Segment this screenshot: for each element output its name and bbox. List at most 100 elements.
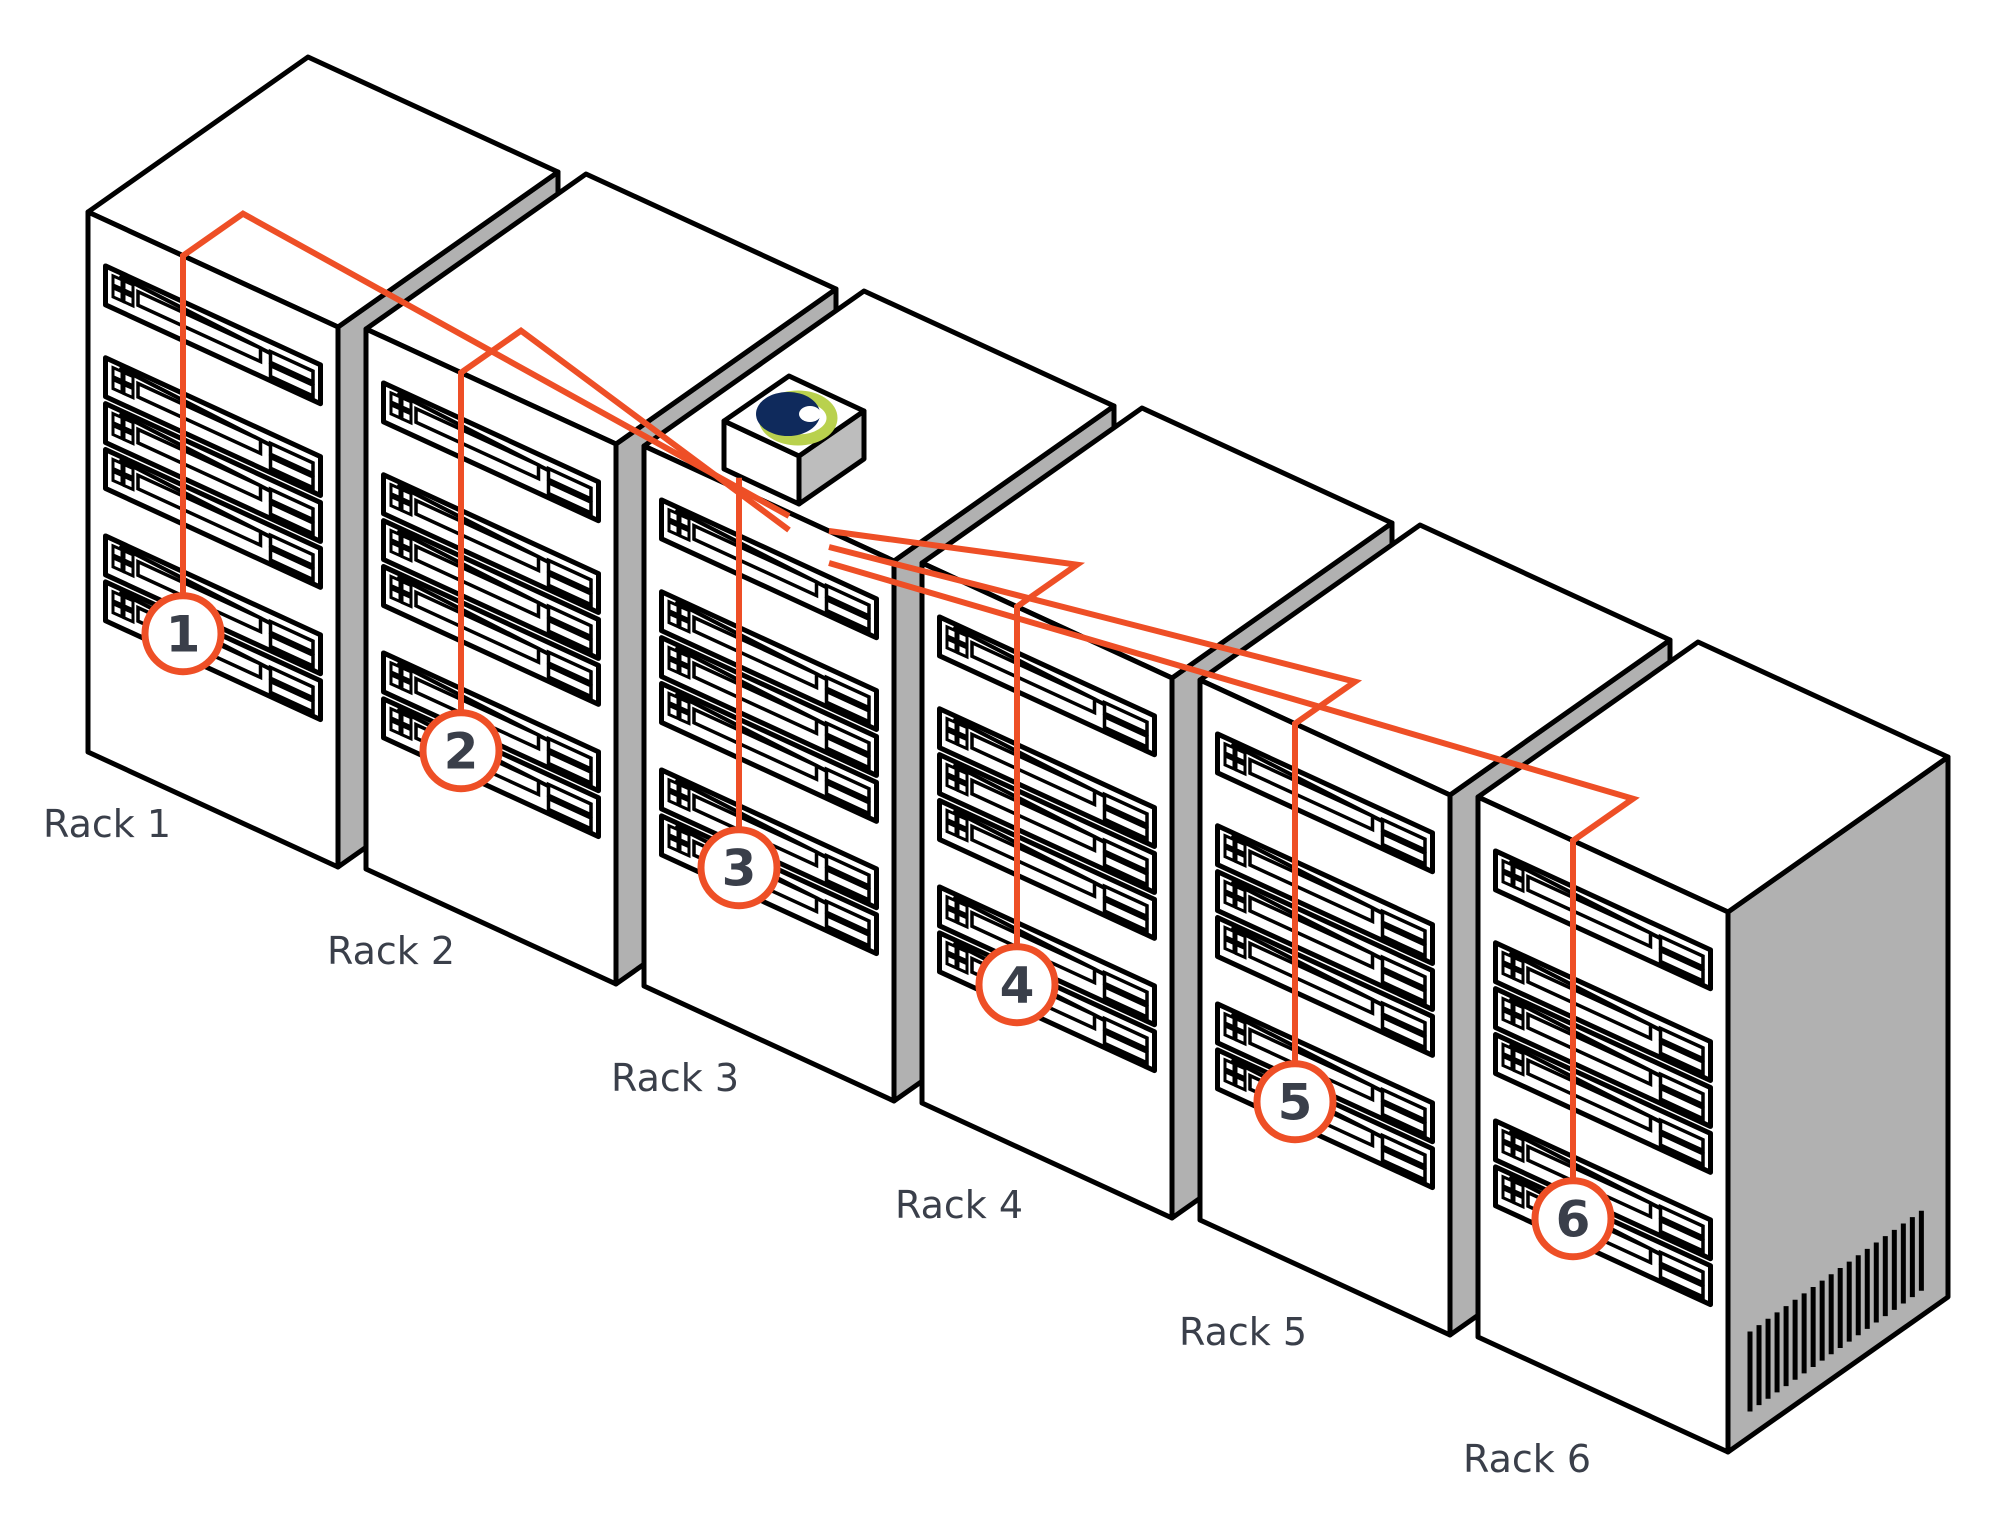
led-grid-icon	[1501, 1128, 1525, 1164]
led-grid-icon	[945, 808, 969, 843]
callout-circle	[1253, 1060, 1337, 1144]
led-grid-icon	[667, 777, 691, 813]
led-grid-icon	[389, 482, 413, 517]
led-grid-icon	[389, 574, 413, 609]
server-unit	[659, 635, 879, 778]
server-unit	[1215, 731, 1435, 875]
labels-layer: Rack 1 Rack 2 Rack 3 Rack 4 Rack 5 Rack 6	[43, 802, 1591, 1481]
server-unit	[103, 263, 323, 407]
callout-number: 2	[444, 723, 479, 781]
callout-number: 5	[1278, 1074, 1313, 1132]
cable-rack-4	[828, 528, 1086, 947]
cables-layer	[180, 210, 1640, 1181]
hub-device[interactable]	[721, 373, 867, 507]
hub-logo-icon	[756, 390, 838, 446]
led-grid-icon	[945, 716, 969, 751]
led-grid-icon	[1223, 833, 1247, 868]
rack-4[interactable]	[919, 405, 1395, 1221]
server-unit	[1215, 823, 1435, 967]
server-unit	[659, 681, 879, 824]
rack-label: Rack 5	[1179, 1310, 1307, 1354]
server-unit	[103, 355, 323, 499]
server-unit	[1493, 1032, 1713, 1175]
led-grid-icon	[1223, 1057, 1247, 1093]
cable-rack-2	[458, 327, 791, 713]
callout-circle	[419, 709, 503, 793]
server-unit	[937, 614, 1157, 758]
server-unit	[381, 518, 601, 661]
led-grid-icon	[667, 599, 691, 634]
led-grid-icon	[1223, 741, 1247, 777]
server-unit	[1215, 915, 1435, 1058]
led-grid-icon	[389, 660, 413, 696]
led-grid-icon	[667, 823, 691, 859]
server-unit	[103, 533, 323, 677]
callout-2[interactable]: 2	[419, 709, 503, 793]
led-grid-icon	[1501, 950, 1525, 985]
callout-circle	[975, 943, 1059, 1027]
callout-5[interactable]: 5	[1253, 1060, 1337, 1144]
led-grid-icon	[1501, 1174, 1525, 1210]
led-grid-icon	[111, 411, 135, 446]
callout-4[interactable]: 4	[975, 943, 1059, 1027]
server-unit	[1493, 986, 1713, 1129]
led-grid-icon	[667, 645, 691, 680]
vent-grille	[1747, 1210, 1924, 1412]
callout-circle	[697, 826, 781, 910]
server-unit	[937, 706, 1157, 850]
callout-circle	[141, 592, 225, 676]
rack-label: Rack 2	[327, 929, 455, 973]
rack-label: Rack 4	[895, 1183, 1023, 1227]
server-unit	[381, 380, 601, 524]
led-grid-icon	[111, 365, 135, 400]
callouts-layer: 1 2 3 4 5 6	[141, 592, 1615, 1261]
rack-label: Rack 3	[611, 1056, 739, 1100]
callout-6[interactable]: 6	[1531, 1177, 1615, 1261]
rack-6[interactable]	[1475, 639, 1951, 1455]
server-unit	[103, 447, 323, 590]
led-grid-icon	[945, 894, 969, 930]
server-unit	[1493, 940, 1713, 1084]
server-unit	[659, 589, 879, 733]
server-unit	[103, 401, 323, 544]
led-grid-icon	[111, 543, 135, 579]
led-grid-icon	[1223, 925, 1247, 960]
led-grid-icon	[945, 762, 969, 797]
server-unit	[1215, 1001, 1435, 1145]
led-grid-icon	[1223, 1011, 1247, 1047]
led-grid-icon	[389, 706, 413, 742]
callout-circle	[1531, 1177, 1615, 1261]
callout-number: 4	[1000, 957, 1035, 1015]
led-grid-icon	[667, 507, 691, 543]
cable-rack-6	[828, 560, 1640, 1181]
led-grid-icon	[667, 691, 691, 726]
led-grid-icon	[111, 589, 135, 625]
server-unit	[1493, 848, 1713, 992]
server-unit	[937, 798, 1157, 941]
rack-label: Rack 1	[43, 802, 171, 846]
led-grid-icon	[945, 624, 969, 660]
callout-3[interactable]: 3	[697, 826, 781, 910]
rack-label: Rack 6	[1463, 1437, 1591, 1481]
callout-number: 3	[722, 840, 757, 898]
server-unit	[1215, 869, 1435, 1012]
server-unit	[1493, 1118, 1713, 1262]
led-grid-icon	[945, 940, 969, 976]
server-unit	[381, 564, 601, 707]
led-grid-icon	[389, 390, 413, 426]
led-grid-icon	[1501, 1042, 1525, 1077]
server-unit	[381, 472, 601, 616]
server-unit	[937, 884, 1157, 1028]
server-unit	[659, 497, 879, 641]
callout-number: 1	[166, 606, 201, 664]
led-grid-icon	[1501, 858, 1525, 894]
led-grid-icon	[1223, 879, 1247, 914]
server-unit	[937, 752, 1157, 895]
cable-rack-1	[180, 210, 791, 596]
cable-rack-5	[828, 544, 1363, 1064]
led-grid-icon	[111, 457, 135, 492]
led-grid-icon	[389, 528, 413, 563]
callout-number: 6	[1556, 1191, 1591, 1249]
callout-1[interactable]: 1	[141, 592, 225, 676]
